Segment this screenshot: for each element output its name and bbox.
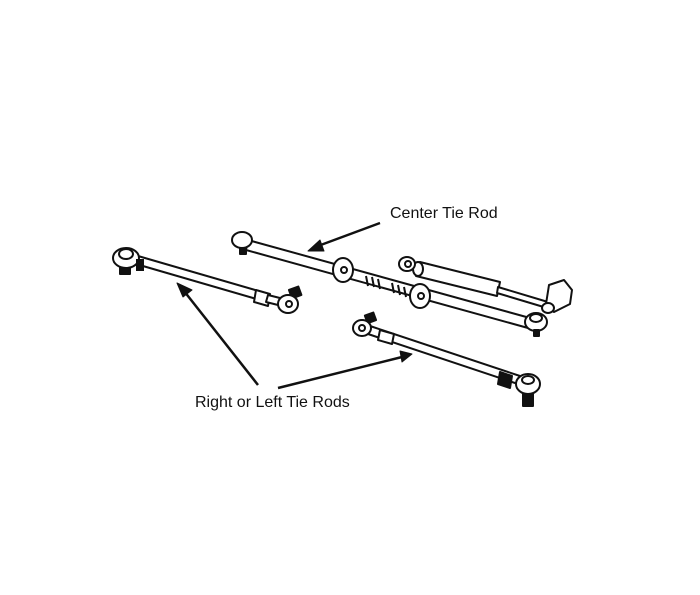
side-tie-rods-label: Right or Left Tie Rods — [195, 394, 350, 411]
center-tie-rod-label: Center Tie Rod — [390, 205, 498, 222]
right-tie-rod — [352, 311, 541, 407]
center-tie-rod — [231, 231, 548, 337]
left-tie-rod — [112, 247, 303, 314]
steering-damper — [398, 256, 573, 314]
center-arrow — [317, 221, 381, 248]
left-arrow — [183, 290, 259, 386]
arrows — [176, 221, 413, 390]
right-arrow — [277, 355, 403, 390]
